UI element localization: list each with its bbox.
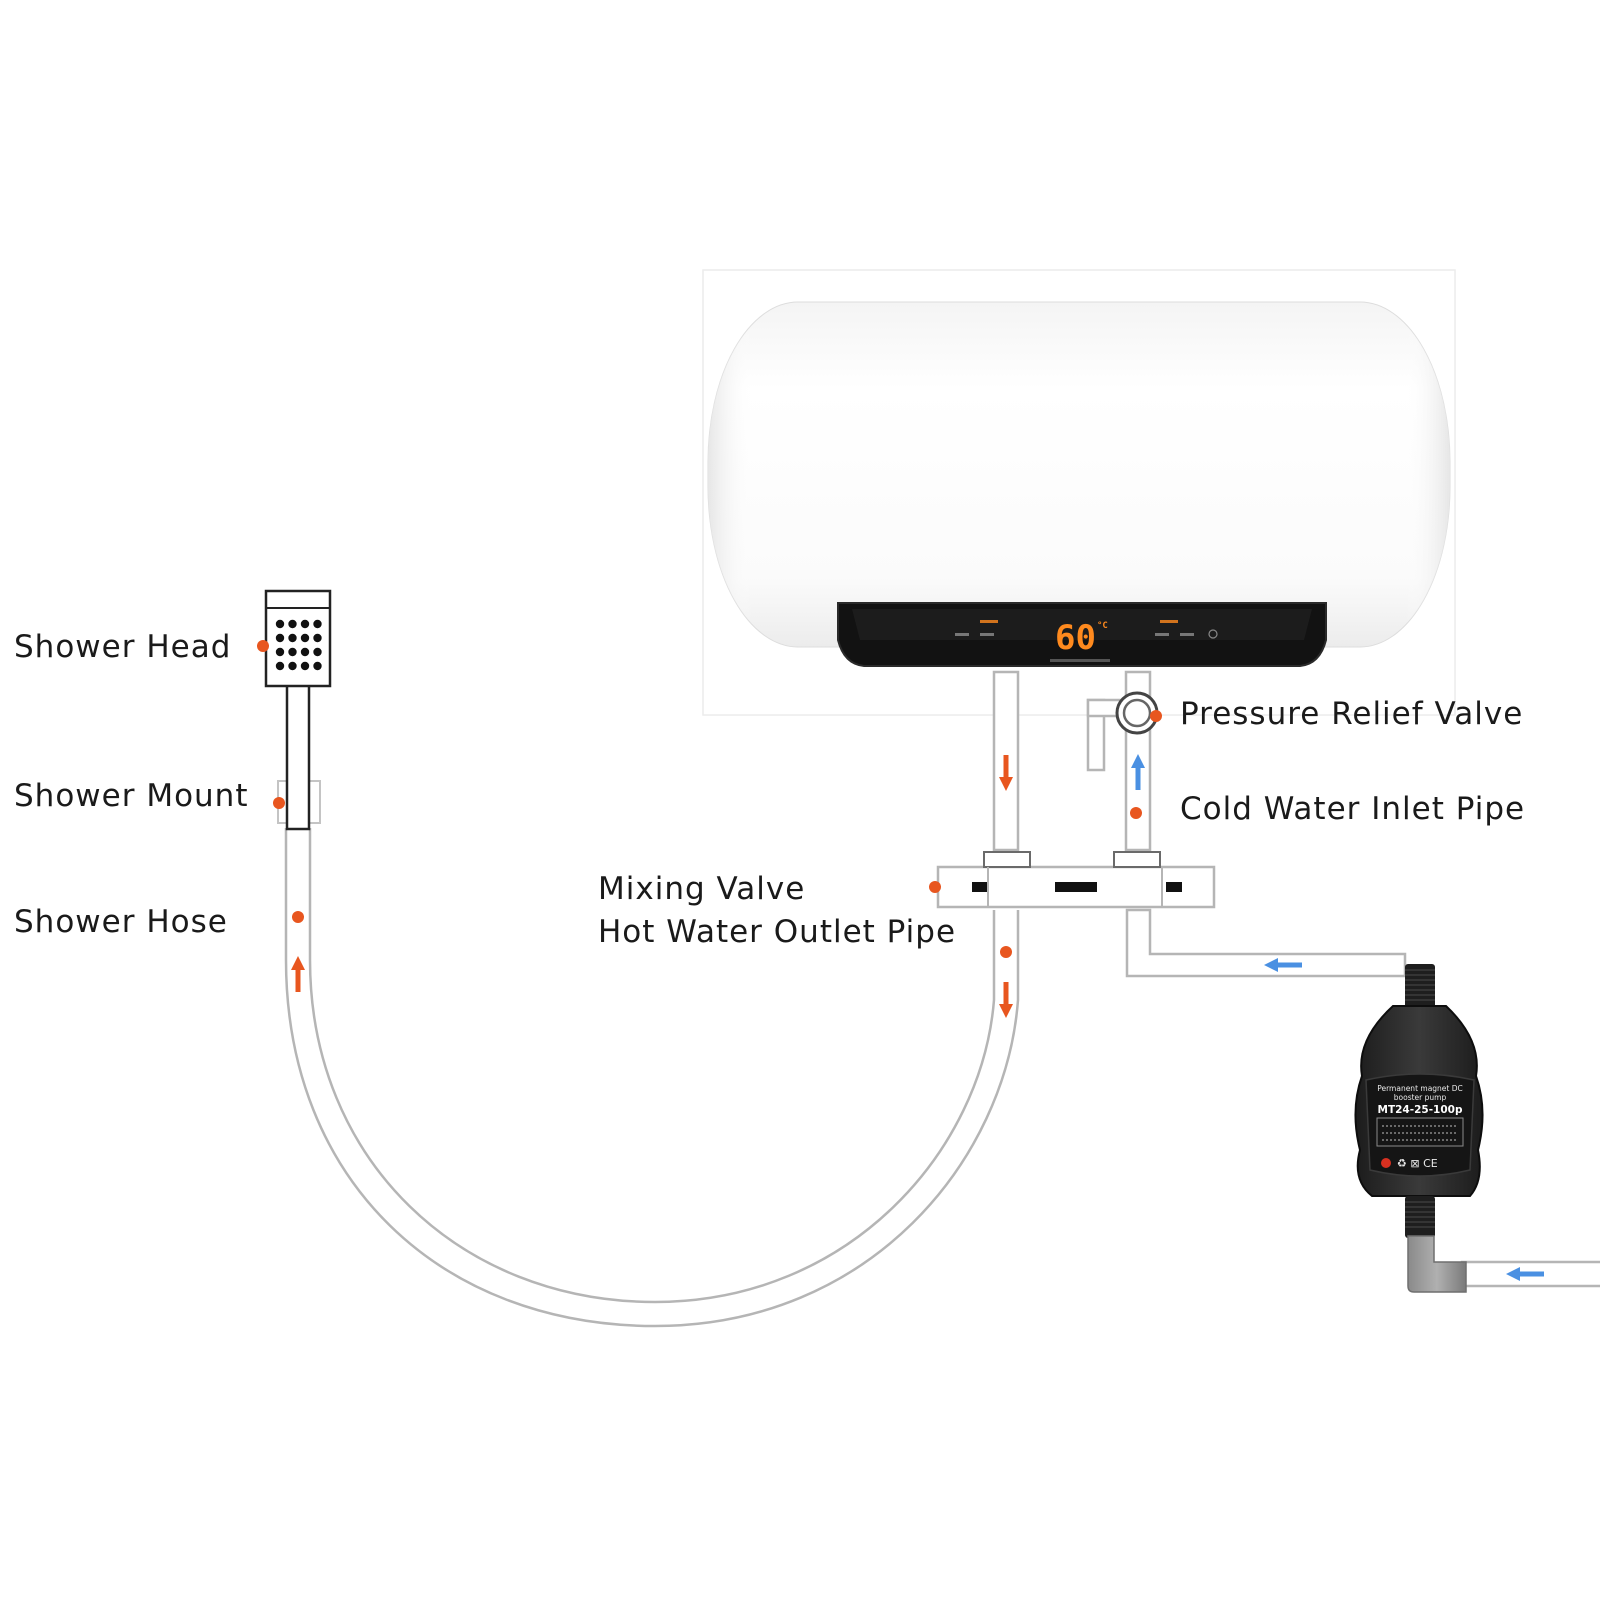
- shower-assembly: [264, 589, 332, 831]
- pump-model: MT24-25-100p: [1378, 1104, 1463, 1116]
- shower-nozzle-hole: [275, 647, 285, 657]
- mixing-valve: [936, 851, 1216, 909]
- pump-label-line1: Permanent magnet DC: [1377, 1084, 1463, 1093]
- mixing-valve-slot-center: [1055, 882, 1097, 892]
- panel-button-4[interactable]: [1180, 633, 1194, 636]
- cold-pipe-lower: [1125, 908, 1407, 978]
- shower-head-marker-dot-icon: [257, 640, 269, 652]
- pump-label-line2: booster pump: [1394, 1093, 1447, 1102]
- heater-temperature-display: 60: [1055, 618, 1096, 658]
- cold-water-inlet-marker-dot-icon: [1130, 807, 1142, 819]
- shower-nozzle-hole: [300, 633, 310, 643]
- shower-nozzle-hole: [313, 633, 322, 643]
- panel-brand-strip: [1050, 659, 1110, 662]
- mixing-valve-hot-port: [983, 851, 1031, 868]
- shower-nozzle-hole: [288, 619, 297, 629]
- power-icon[interactable]: [1208, 629, 1218, 639]
- shower-head-nozzles: [275, 619, 322, 671]
- pump-spec-box: [1376, 1117, 1464, 1147]
- shower-handle: [285, 681, 311, 831]
- arrow-up-icon: [1135, 764, 1141, 790]
- shower-hose-outer: [284, 828, 1020, 1328]
- shower-nozzle-hole: [313, 619, 322, 629]
- display-indicator-right: [1160, 620, 1178, 623]
- arrow-down-icon: [999, 1004, 1013, 1018]
- arrow-down-icon: [999, 777, 1013, 791]
- heater-tank-shading: [708, 302, 1450, 647]
- shower-nozzle-hole: [300, 619, 310, 629]
- label-mixing-valve: Mixing Valve: [598, 871, 805, 907]
- shower-hose-inner: [308, 828, 996, 1304]
- pump-cert-symbols: ♻ ⊠ CE: [1397, 1157, 1438, 1170]
- shower-nozzle-hole: [275, 661, 285, 671]
- hot-flow-arrow-hose: [999, 982, 1013, 1018]
- heater-temperature-unit: °C: [1097, 621, 1108, 631]
- labels: Shower Head Shower Mount Shower Hose Pre…: [14, 629, 1525, 950]
- shower-nozzle-hole: [288, 647, 297, 657]
- heater-control-panel: 60 °C: [837, 602, 1327, 667]
- arrow-left-icon: [1274, 962, 1302, 968]
- pressure-relief-valve: [1115, 691, 1159, 735]
- water-heater: 60 °C: [702, 269, 1456, 716]
- shower-nozzle-hole: [300, 647, 310, 657]
- label-cold-water-inlet-pipe: Cold Water Inlet Pipe: [1180, 791, 1525, 827]
- mixing-valve-slot-right: [1166, 882, 1182, 892]
- label-shower-mount: Shower Mount: [14, 778, 248, 814]
- mixing-valve-marker-dot-icon: [929, 881, 941, 893]
- arrow-up-icon: [1131, 754, 1145, 768]
- cold-flow-arrow-left-upper: [1264, 958, 1302, 972]
- arrow-up-icon: [295, 966, 301, 992]
- panel-button-2[interactable]: [980, 633, 994, 636]
- shower-nozzle-hole: [275, 619, 285, 629]
- cold-flow-arrow-left-lower: [1506, 1267, 1544, 1281]
- callout-markers: [257, 640, 1162, 958]
- shower-nozzle-hole: [313, 661, 322, 671]
- label-shower-hose: Shower Hose: [14, 904, 228, 940]
- shower-mount-marker-dot-icon: [273, 797, 285, 809]
- shower-nozzle-hole: [313, 647, 322, 657]
- arrow-up-icon: [291, 956, 305, 970]
- pump-elbow-fitting: [1407, 1235, 1467, 1293]
- shower-nozzle-hole: [300, 661, 310, 671]
- display-indicator-left: [980, 620, 998, 623]
- shower-nozzle-hole: [275, 633, 285, 643]
- shower-hose: [284, 828, 1020, 1328]
- pump-top-thread: [1405, 969, 1435, 1001]
- hot-water-outlet-marker-dot-icon: [1000, 946, 1012, 958]
- control-panel-bezel: [852, 609, 1312, 640]
- flow-arrows: [291, 754, 1544, 1281]
- label-pressure-relief-valve: Pressure Relief Valve: [1180, 696, 1523, 732]
- arrow-left-icon: [1264, 958, 1278, 972]
- mixing-valve-cold-port: [1113, 851, 1161, 868]
- label-shower-head: Shower Head: [14, 629, 231, 665]
- panel-button-1[interactable]: [955, 633, 969, 636]
- shower-nozzle-hole: [288, 633, 297, 643]
- hot-flow-arrow-heater: [999, 755, 1013, 791]
- shower-nozzle-hole: [288, 661, 297, 671]
- panel-button-3[interactable]: [1155, 633, 1169, 636]
- arrow-down-icon: [1003, 755, 1009, 781]
- relief-valve-inner-ring: [1122, 698, 1152, 728]
- cold-flow-arrow-up: [1131, 754, 1145, 790]
- booster-pump: Permanent magnet DC booster pump MT24-25…: [1354, 964, 1484, 1293]
- hot-flow-arrow-shower: [291, 956, 305, 992]
- pump-bottom-thread: [1405, 1201, 1435, 1228]
- arrow-left-icon: [1516, 1271, 1544, 1277]
- mixing-valve-slot-left: [972, 882, 988, 892]
- arrow-left-icon: [1506, 1267, 1520, 1281]
- pressure-relief-valve-marker-dot-icon: [1150, 710, 1162, 722]
- label-hot-water-outlet-pipe: Hot Water Outlet Pipe: [598, 914, 956, 950]
- pump-warning-icon: [1381, 1158, 1391, 1168]
- pipes: [992, 670, 1600, 1288]
- arrow-down-icon: [1003, 982, 1009, 1008]
- shower-hose-marker-dot-icon: [292, 911, 304, 923]
